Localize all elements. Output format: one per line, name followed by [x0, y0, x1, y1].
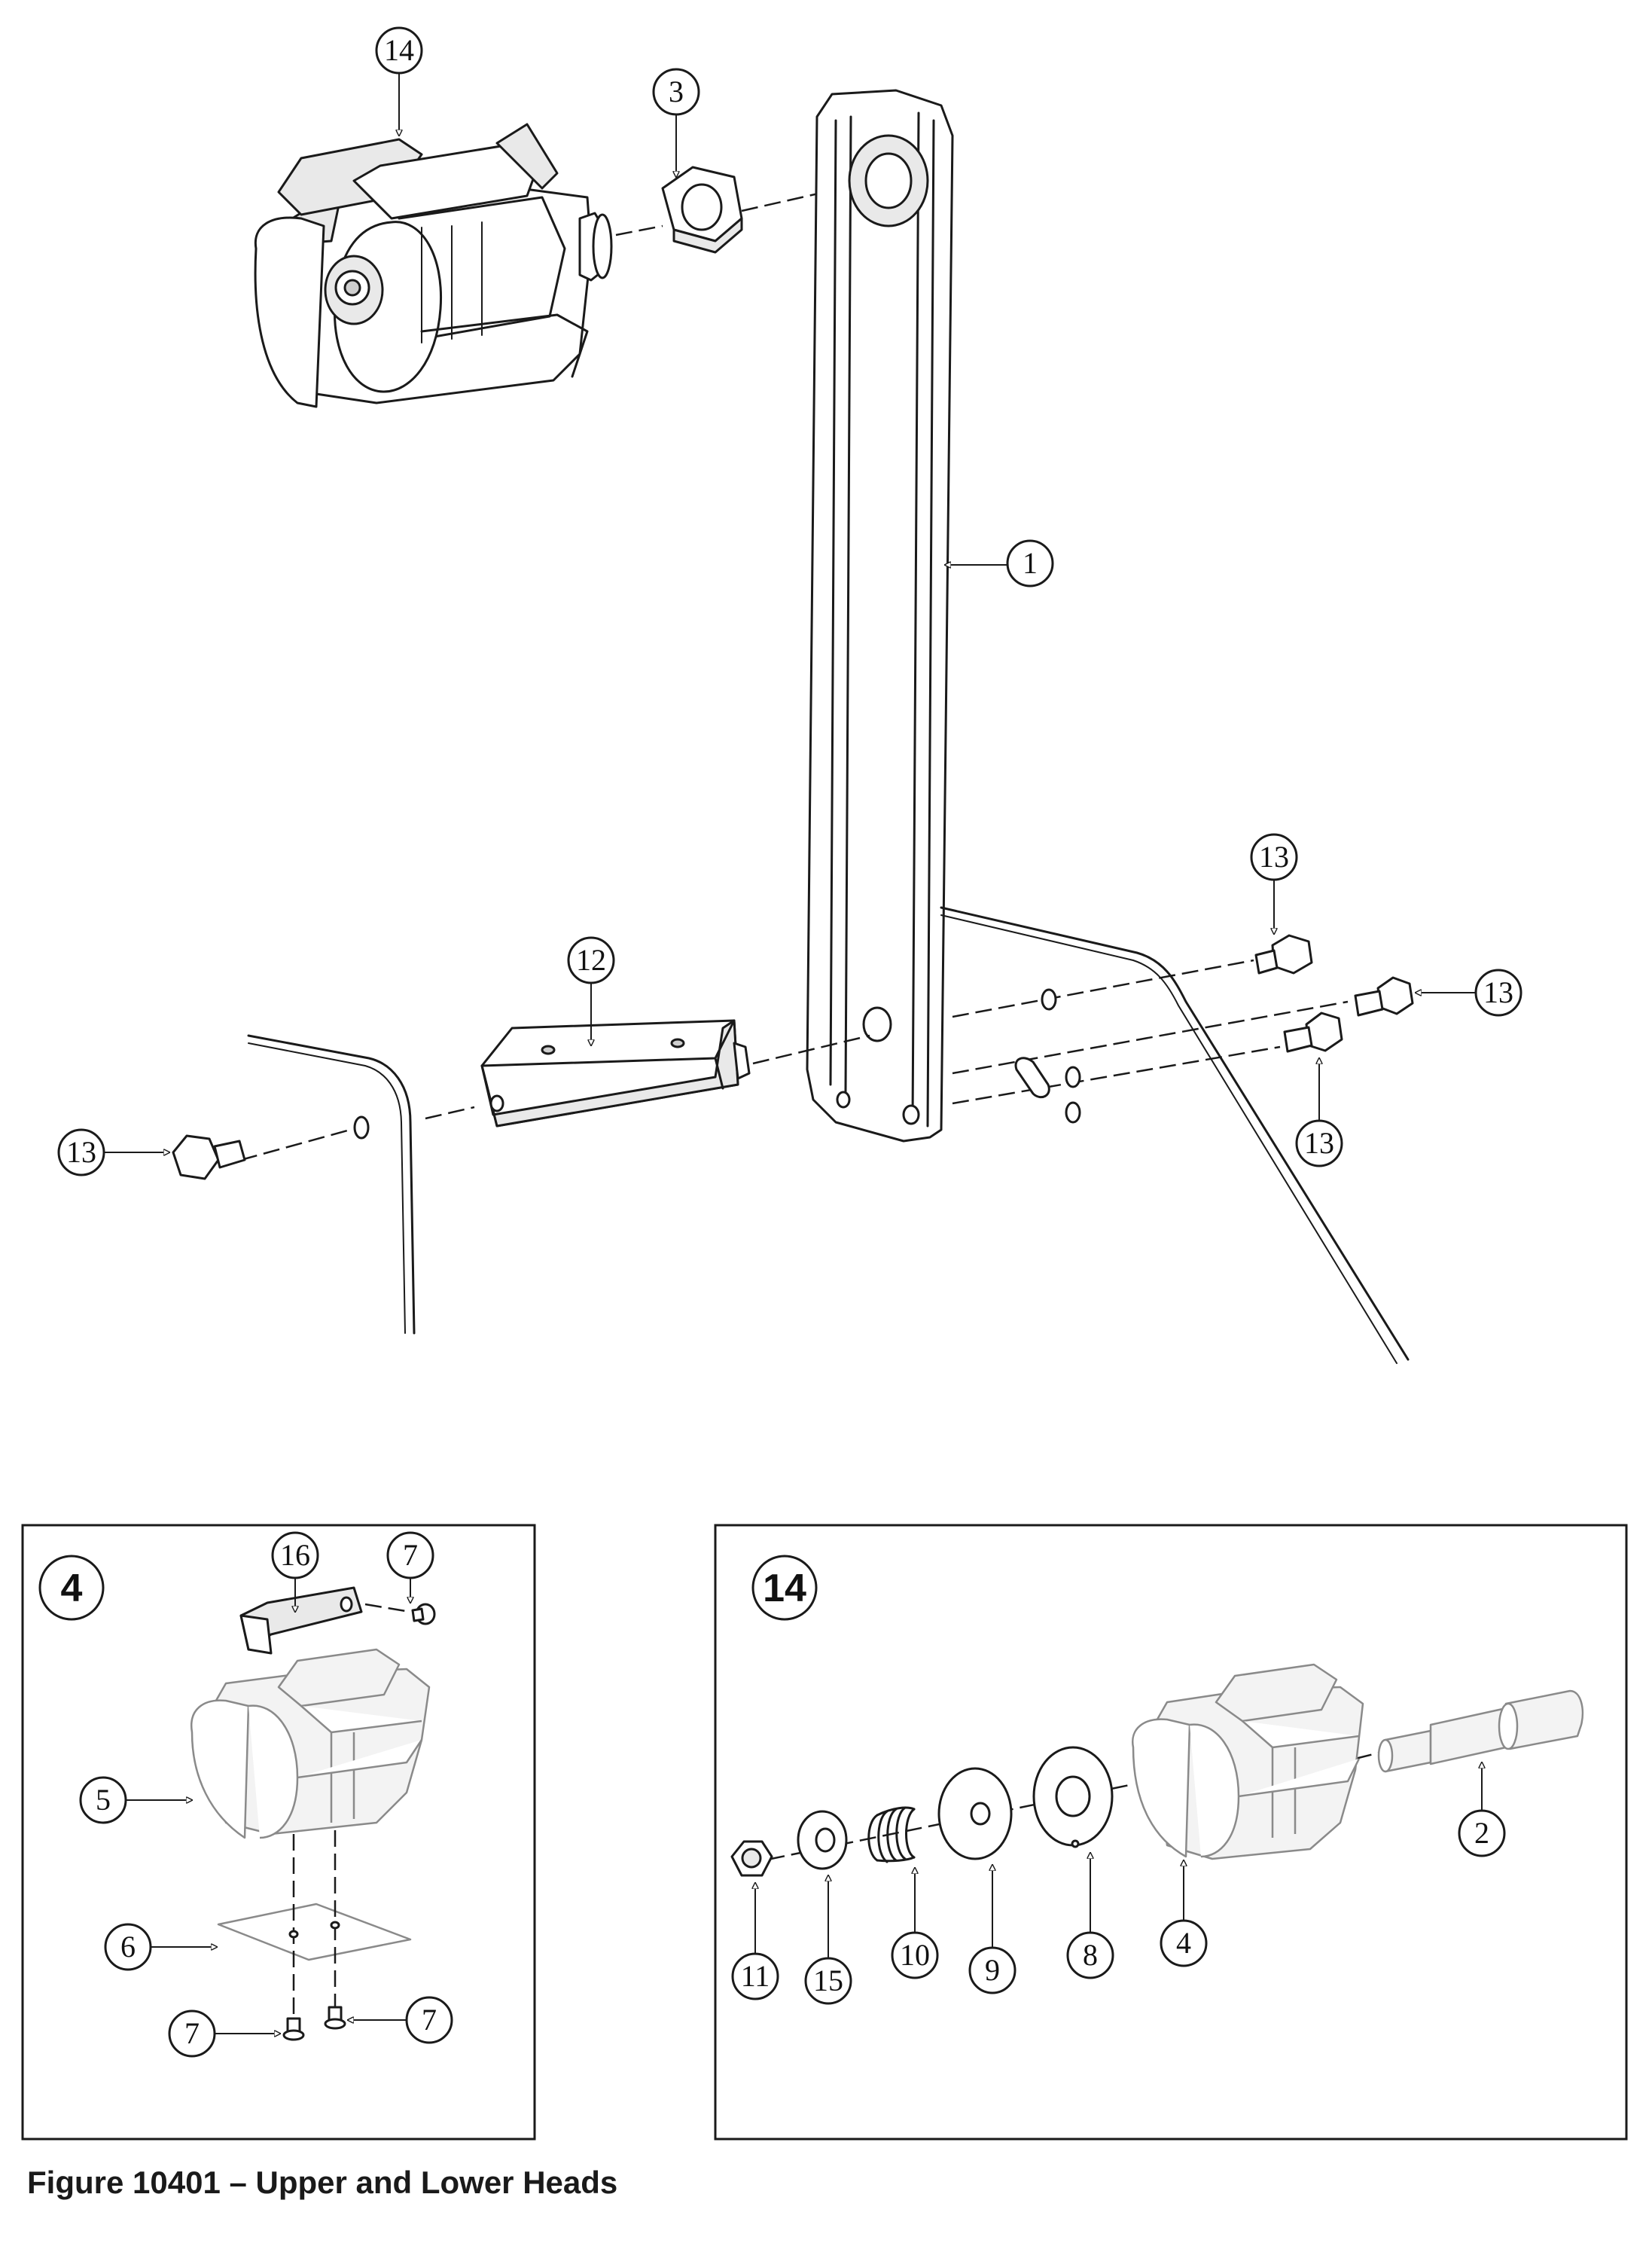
nut-11 [730, 1840, 773, 1877]
callout-7-top: 7 [386, 1531, 434, 1604]
plate-6-hole-left [288, 1930, 299, 1939]
panel-line-right [940, 906, 1410, 1361]
callout-16: 16 [271, 1531, 319, 1613]
svg-text:13: 13 [1304, 1126, 1334, 1160]
panel-hole-left [353, 1115, 370, 1140]
callout-1: 1 [944, 539, 1054, 587]
axis-line-upper [615, 224, 663, 236]
callout-8: 8 [1066, 1852, 1114, 1979]
svg-text:6: 6 [120, 1930, 136, 1964]
inset-14-axis [745, 1784, 1130, 1866]
svg-text:16: 16 [280, 1538, 310, 1572]
panel-slot-right [1014, 1057, 1050, 1099]
svg-text:7: 7 [184, 2016, 200, 2050]
svg-text:13: 13 [1483, 975, 1513, 1009]
head-body-5 [190, 1648, 431, 1839]
screw-7-bottom-right [324, 2006, 346, 2030]
callout-13-right: 13 [1415, 969, 1522, 1017]
plate-6-hole-right [330, 1921, 340, 1930]
callout-2: 2 [1458, 1762, 1506, 1857]
callout-15: 15 [804, 1875, 852, 2005]
washer-9 [937, 1767, 1013, 1860]
svg-text:1: 1 [1023, 546, 1038, 580]
bolt-13-top [1254, 934, 1313, 975]
callout-10: 10 [891, 1867, 939, 1979]
axis-line-bolt-left [240, 1128, 351, 1161]
plate-6 [217, 1903, 412, 1961]
panel-hole-right-2 [1065, 1066, 1081, 1088]
callout-6: 6 [104, 1923, 218, 1971]
inset-4-axis-screw [364, 1603, 411, 1613]
svg-text:15: 15 [813, 1964, 843, 1997]
axis-line-bar [752, 1034, 870, 1065]
bolt-13-left [172, 1134, 246, 1180]
callout-14: 14 [375, 26, 423, 136]
bolt-13-bottom [1283, 1012, 1343, 1053]
shaft-2 [1377, 1689, 1584, 1773]
svg-text:4: 4 [61, 1567, 83, 1610]
arm-1 [806, 89, 954, 1143]
callout-12: 12 [567, 936, 615, 1046]
panel-line-left-inner [248, 1042, 406, 1334]
callout-4: 4 [1160, 1860, 1208, 1967]
callout-5: 5 [79, 1776, 193, 1824]
svg-text:13: 13 [66, 1135, 96, 1169]
callout-9: 9 [968, 1864, 1016, 1994]
hex-nut-3 [661, 166, 743, 254]
callout-3: 3 [652, 68, 700, 178]
svg-text:11: 11 [741, 1959, 770, 1993]
svg-text:7: 7 [403, 1538, 418, 1572]
washer-8 [1032, 1746, 1114, 1848]
spacer-bar-12 [480, 1019, 751, 1128]
svg-text:12: 12 [576, 943, 606, 977]
svg-text:7: 7 [422, 2003, 437, 2037]
spring-10 [867, 1806, 916, 1863]
screw-7-bottom-left [282, 2017, 305, 2041]
figure-caption: Figure 10401 – Upper and Lower Heads [27, 2165, 618, 2200]
inset-14-badge: 14 [751, 1555, 818, 1621]
svg-text:5: 5 [96, 1783, 111, 1817]
main-assembly: 14 3 1 12 13 13 13 [57, 26, 1522, 1364]
callout-7-bottom-left: 7 [168, 2009, 281, 2058]
upper-head-assembly [254, 123, 613, 408]
svg-text:2: 2 [1474, 1816, 1489, 1850]
inset-4-panel: 4 [21, 1524, 536, 2141]
bracket-16 [239, 1586, 363, 1655]
axis-line-right-1 [952, 959, 1254, 1018]
callout-13-left: 13 [57, 1128, 170, 1176]
svg-text:9: 9 [985, 1953, 1000, 1987]
washer-15 [797, 1810, 848, 1870]
callout-7-bottom-right: 7 [347, 1996, 453, 2044]
svg-text:14: 14 [763, 1567, 806, 1610]
axis-line-bar-left [425, 1106, 475, 1120]
panel-hole-right-1 [1041, 988, 1057, 1011]
svg-text:10: 10 [900, 1938, 930, 1972]
callout-13-bottom: 13 [1295, 1057, 1343, 1167]
callout-13-top: 13 [1250, 833, 1298, 935]
panel-hole-right-3 [1065, 1101, 1081, 1124]
svg-text:3: 3 [669, 75, 684, 108]
svg-text:4: 4 [1176, 1926, 1191, 1960]
axis-line-right-2 [952, 1000, 1349, 1075]
svg-text:13: 13 [1259, 840, 1289, 874]
inset-14-panel: 14 [714, 1524, 1628, 2141]
head-body-4 [1131, 1663, 1364, 1860]
svg-text:8: 8 [1083, 1938, 1098, 1972]
svg-text:14: 14 [384, 33, 414, 67]
inset-4-badge: 4 [38, 1555, 105, 1621]
callout-11: 11 [731, 1882, 779, 2000]
bolt-13-right [1354, 976, 1414, 1017]
screw-7-top [411, 1603, 436, 1625]
panel-line-left [247, 1034, 416, 1335]
axis-line-right-3 [952, 1045, 1281, 1105]
